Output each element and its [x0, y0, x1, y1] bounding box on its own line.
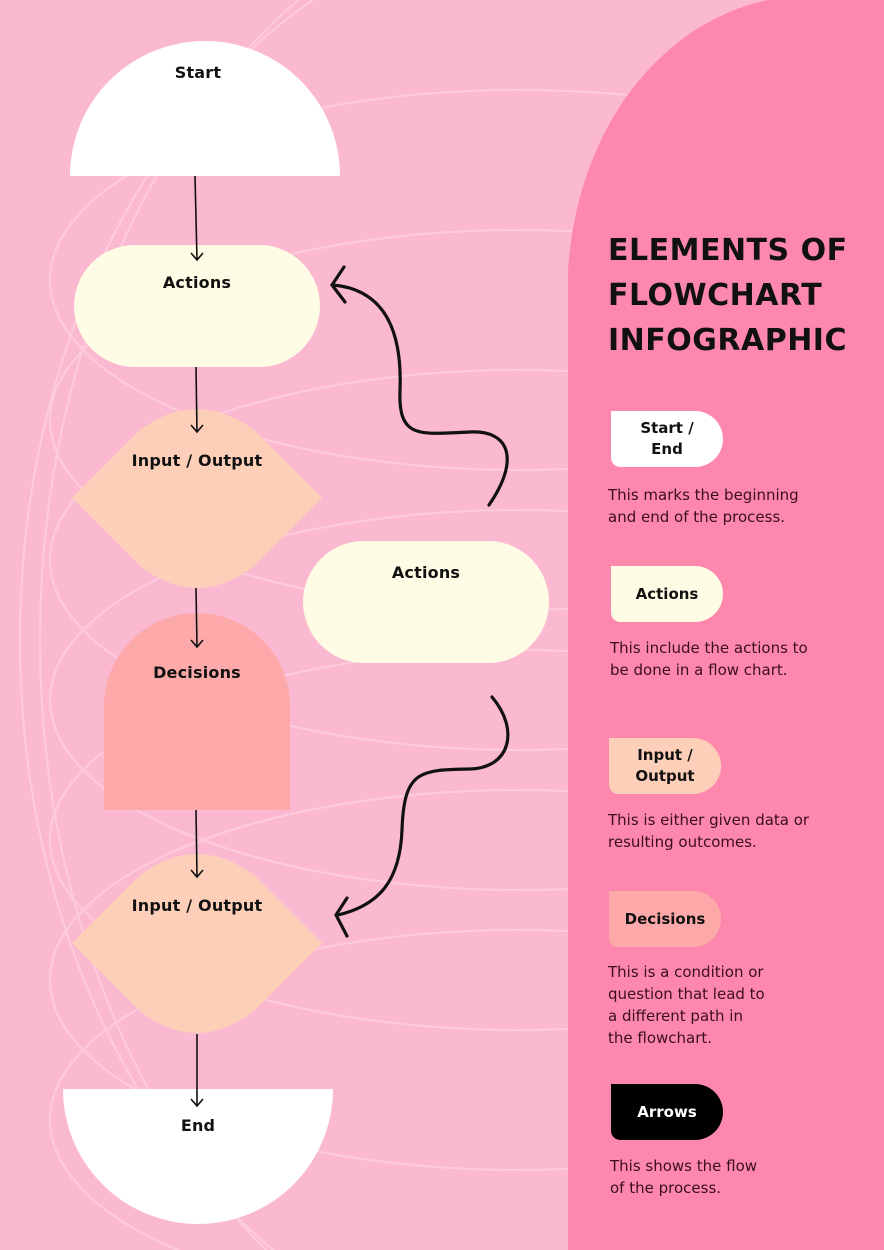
page-title: ELEMENTS OF FLOWCHART INFOGRAPHIC: [608, 228, 878, 363]
actions-label-1: Actions: [162, 273, 232, 292]
actions-label-2: Actions: [391, 563, 461, 582]
curved-arrows: [330, 265, 510, 938]
flowchart-diagram: [63, 41, 549, 1224]
start-label: Start: [174, 63, 222, 82]
title-line-1: ELEMENTS OF: [608, 233, 848, 268]
end-label: End: [180, 1116, 216, 1135]
input-output-label-2: Input / Output: [131, 896, 263, 915]
title-line-2: FLOWCHART: [608, 278, 823, 313]
end-shape: [63, 1089, 333, 1224]
legend-chip-decisions: Decisions: [609, 891, 721, 947]
input-output-label-1: Input / Output: [131, 451, 263, 470]
legend-desc-arrows: This shows the flow of the process.: [610, 1157, 758, 1197]
input-output-shape-1: [72, 409, 322, 588]
title-line-3: INFOGRAPHIC: [608, 323, 847, 358]
legend-chip-input-output: Input / Output: [609, 738, 721, 794]
actions-shape-1: [74, 245, 320, 367]
legend-panel-background: [568, 0, 884, 1250]
decisions-label: Decisions: [153, 663, 241, 682]
decisions-shape: [104, 613, 290, 810]
legend-chip-arrows: Arrows: [611, 1084, 723, 1140]
legend-chip-start-end: Start / End: [611, 411, 723, 467]
legend-desc-start-end: This marks the beginning and end of the …: [608, 486, 799, 526]
connector-arrows: [190, 175, 204, 1108]
input-output-shape-2: [72, 854, 322, 1033]
legend-desc-actions: This include the actions to be done in a…: [610, 639, 808, 679]
legend-desc-decisions: This is a condition or question that lea…: [608, 963, 765, 1047]
legend-desc-input-output: This is either given data or resulting o…: [608, 811, 810, 851]
legend-chip-actions: Actions: [611, 566, 723, 622]
actions-shape-2: [303, 541, 549, 663]
start-shape: [70, 41, 340, 176]
legend-panel: [568, 0, 884, 1250]
